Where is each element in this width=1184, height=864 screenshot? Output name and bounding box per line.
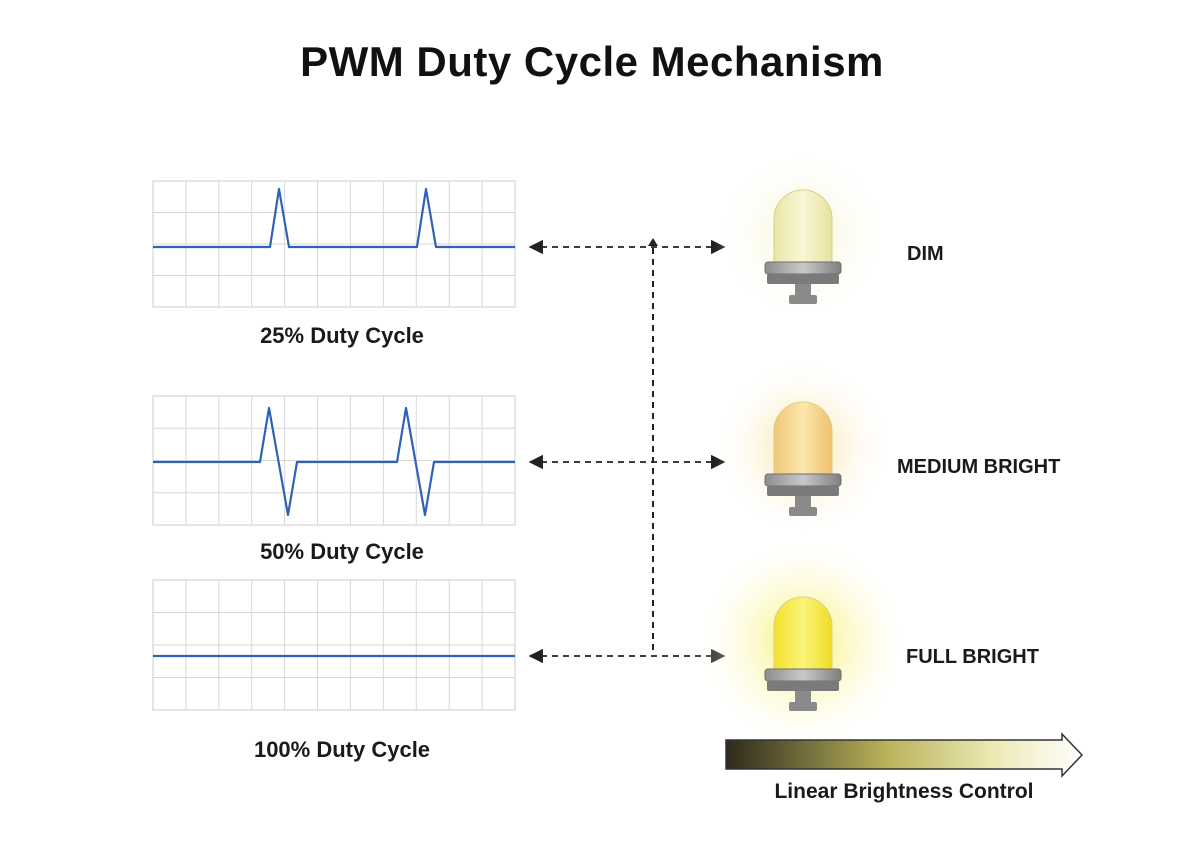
page-title: PWM Duty Cycle Mechanism <box>300 38 884 85</box>
led-base <box>767 274 839 284</box>
wave-label-50: 50% Duty Cycle <box>260 539 424 564</box>
led-base <box>767 681 839 691</box>
waveform-panel-100 <box>152 579 516 711</box>
led-rim <box>764 668 842 682</box>
led-bulb <box>773 596 833 670</box>
led-foot <box>789 507 817 516</box>
led-label-medium: MEDIUM BRIGHT <box>897 456 1061 478</box>
led-stem <box>795 284 811 298</box>
connector-group <box>528 238 726 664</box>
led-stem <box>795 496 811 510</box>
led-foot <box>789 702 817 711</box>
led-full <box>693 532 913 752</box>
junction-arrow <box>648 238 658 246</box>
led-stem <box>795 691 811 705</box>
brightness-arrow <box>725 732 1084 778</box>
brightness-caption: Linear Brightness Control <box>774 780 1034 803</box>
signal-trace <box>153 406 515 517</box>
led-medium <box>713 357 893 537</box>
signal-trace <box>153 187 515 249</box>
wave-label-25: 25% Duty Cycle <box>260 323 424 348</box>
waveform-panel-50 <box>152 395 516 526</box>
led-foot <box>789 295 817 304</box>
led-rim <box>764 473 842 487</box>
waveform-panel-25 <box>152 180 516 308</box>
led-dim <box>713 145 893 325</box>
brightness-gradient-bar <box>725 732 1084 778</box>
led-base <box>767 486 839 496</box>
wave-label-100: 100% Duty Cycle <box>253 737 431 762</box>
led-label-dim: DIM <box>907 243 944 265</box>
led-bulb <box>773 189 833 263</box>
led-rim <box>764 261 842 275</box>
led-bulb <box>773 401 833 475</box>
led-label-full: FULL BRIGHT <box>906 646 1039 668</box>
